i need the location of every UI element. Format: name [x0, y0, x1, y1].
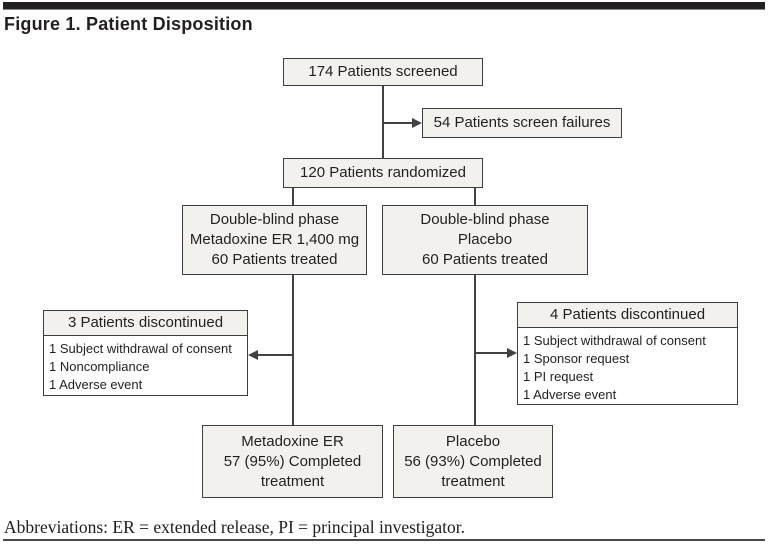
phase-placebo-line: Double-blind phase: [420, 211, 550, 228]
connector-metadoxine-to-completed: [292, 275, 294, 425]
arrowhead-discontinued-metadoxine: [248, 350, 258, 360]
connector-to-screen-failures: [383, 122, 414, 124]
phase-metadoxine-line: 60 Patients treated: [211, 251, 338, 268]
node-phase-metadoxine: Double-blind phase Metadoxine ER 1,400 m…: [182, 205, 367, 275]
completed-placebo-line: Placebo: [445, 432, 501, 450]
reason-item: 1 Subject withdrawal of consent: [523, 333, 706, 348]
node-patients-randomized: 120 Patients randomized: [283, 158, 483, 188]
node-discontinued-metadoxine: 3 Patients discontinued 1 Subject withdr…: [43, 310, 248, 396]
reason-item: 1 Subject withdrawal of consent: [49, 341, 232, 356]
figure-title: Figure 1. Patient Disposition: [4, 14, 253, 34]
connector-to-discontinued-metadoxine: [258, 354, 294, 356]
reason-item: 1 Adverse event: [523, 387, 617, 402]
connector-placebo-to-completed: [474, 275, 476, 425]
completed-metadoxine-line: treatment: [260, 472, 325, 490]
reason-item: 1 Sponsor request: [523, 351, 630, 366]
phase-metadoxine-line: Double-blind phase: [209, 211, 340, 228]
arrowhead-discontinued-placebo: [507, 348, 517, 358]
discontinued-metadoxine-header: 3 Patients discontinued: [44, 311, 247, 336]
arrowhead-screen-failures: [412, 118, 422, 128]
node-screen-failures: 54 Patients screen failures: [422, 108, 622, 138]
node-completed-metadoxine: Metadoxine ER 57 (95%) Completed treatme…: [202, 425, 383, 498]
phase-metadoxine-line: Metadoxine ER 1,400 mg: [189, 231, 360, 248]
completed-metadoxine-line: Metadoxine ER: [241, 432, 344, 450]
reason-item: 1 PI request: [523, 369, 594, 384]
discontinued-metadoxine-reasons: 1 Subject withdrawal of consent 1 Noncom…: [44, 336, 247, 394]
bottom-rule: [3, 539, 765, 541]
completed-placebo-line: 56 (93%) Completed: [404, 452, 542, 470]
discontinued-placebo-reasons: 1 Subject withdrawal of consent 1 Sponso…: [518, 328, 737, 404]
connector-randomized-to-metadoxine: [292, 188, 294, 205]
reason-item: 1 Adverse event: [49, 377, 143, 392]
discontinued-placebo-header: 4 Patients discontinued: [518, 303, 737, 328]
node-phase-placebo: Double-blind phase Placebo 60 Patients t…: [382, 205, 588, 275]
node-completed-placebo: Placebo 56 (93%) Completed treatment: [393, 425, 553, 498]
abbreviations-note: Abbreviations: ER = extended release, PI…: [4, 517, 466, 537]
reason-item: 1 Noncompliance: [49, 359, 150, 374]
phase-placebo-line: 60 Patients treated: [422, 251, 548, 268]
phase-placebo-line: Placebo: [457, 231, 513, 248]
node-patients-screened: 174 Patients screened: [283, 58, 483, 86]
node-discontinued-placebo: 4 Patients discontinued 1 Subject withdr…: [517, 302, 738, 405]
connector-to-discontinued-placebo: [476, 352, 507, 354]
connector-randomized-to-placebo: [474, 188, 476, 205]
completed-placebo-line: treatment: [441, 472, 505, 490]
top-rule: [3, 2, 765, 10]
completed-metadoxine-line: 57 (95%) Completed: [223, 452, 362, 470]
